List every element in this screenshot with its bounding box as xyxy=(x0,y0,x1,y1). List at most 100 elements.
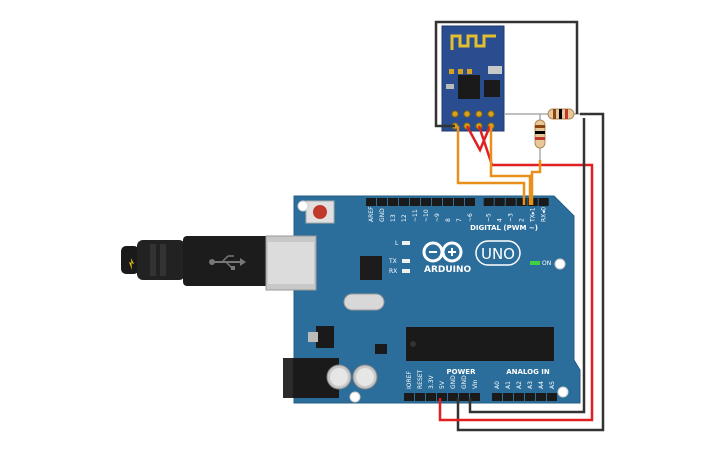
pin-label: A2 xyxy=(516,381,523,389)
header-pin xyxy=(492,393,502,401)
led-rx xyxy=(402,269,410,273)
led-tx xyxy=(402,259,410,263)
header-pin xyxy=(366,198,376,206)
led-on-label: ON xyxy=(542,260,551,267)
header-pin xyxy=(483,198,494,206)
header-pin xyxy=(514,393,524,401)
header-pin xyxy=(538,198,549,206)
pin-label: ~10 xyxy=(423,209,430,222)
header-pin xyxy=(459,393,469,401)
pin-label: RX◂0 xyxy=(541,207,548,222)
pin-label: AREF xyxy=(368,206,375,222)
flash-chip xyxy=(484,80,500,97)
pin-label: 2 xyxy=(519,218,526,222)
pin-label: ~3 xyxy=(508,213,515,222)
pin-label: ~6 xyxy=(467,213,474,222)
header-pin xyxy=(421,198,431,206)
wire-red-esp-vcc-ch xyxy=(465,125,492,153)
header-pin xyxy=(503,393,513,401)
pin-label: IOREF xyxy=(406,371,413,389)
wire-black-esp-gnd xyxy=(434,20,579,128)
header-pin xyxy=(448,393,458,401)
arduino-uno-board: L TX RX ARDUINO UNO ON DIGITAL (PWM ~) P… xyxy=(265,195,581,404)
power-label: POWER xyxy=(447,368,477,376)
pin-label: 4 xyxy=(497,218,504,222)
pin-label: 7 xyxy=(456,218,463,222)
resistor-vertical xyxy=(534,114,546,160)
led-l xyxy=(402,241,410,245)
usb-cable xyxy=(121,236,269,286)
header-pin xyxy=(399,198,409,206)
header-pin xyxy=(470,393,480,401)
led-on xyxy=(530,261,540,265)
pin-label: A0 xyxy=(494,381,501,389)
header-pin xyxy=(415,393,425,401)
esp-pin-header xyxy=(451,110,495,130)
pin-label: A5 xyxy=(549,381,556,389)
esp8266-wifi-module xyxy=(441,25,505,132)
pin-label: GND xyxy=(450,375,457,389)
header-pin xyxy=(516,198,527,206)
atmega-microcontroller xyxy=(406,327,554,361)
header-pin xyxy=(525,393,535,401)
led-l-label: L xyxy=(395,240,399,247)
header-pin xyxy=(432,198,442,206)
pin-label: TX▸1 xyxy=(530,207,537,223)
mounting-hole xyxy=(297,200,309,212)
digital-pwm-label: DIGITAL (PWM ~) xyxy=(470,224,538,232)
voltage-regulator xyxy=(316,326,334,348)
wire-black-gnd-2 xyxy=(468,118,586,414)
wire-orange-rx xyxy=(456,126,526,205)
pin-label: A4 xyxy=(538,381,545,389)
pin-label: GND xyxy=(461,375,468,389)
pin-label: RESET xyxy=(417,369,424,389)
wires xyxy=(434,20,605,432)
mounting-hole xyxy=(557,386,569,398)
pin-label: A3 xyxy=(527,381,534,389)
resistor-horizontal xyxy=(504,108,580,120)
brand-label: ARDUINO xyxy=(424,265,472,275)
pin-label: ~11 xyxy=(412,209,419,222)
pin-label: 13 xyxy=(390,214,397,222)
antenna-trace xyxy=(450,34,496,50)
usb-interface-chip xyxy=(360,256,382,280)
header-pin xyxy=(377,198,387,206)
pin-label: ~5 xyxy=(486,213,493,222)
pin-label: 5V xyxy=(439,380,446,389)
led-rx-label: RX xyxy=(389,268,397,275)
arduino-logo-icon xyxy=(422,241,463,263)
model-label: UNO xyxy=(481,245,515,263)
pin-label: 3.3V xyxy=(428,374,435,389)
header-pin xyxy=(426,393,436,401)
analog-header xyxy=(492,393,557,401)
header-pin xyxy=(547,393,557,401)
wire-orange-tx xyxy=(489,126,532,205)
pin-label: ~9 xyxy=(434,213,441,222)
header-pin xyxy=(454,198,464,206)
usb-icon xyxy=(209,255,246,270)
digital-header xyxy=(366,198,549,206)
lightning-icon xyxy=(129,258,134,270)
header-pin xyxy=(443,198,453,206)
mounting-hole xyxy=(554,258,566,270)
mounting-hole xyxy=(349,391,361,403)
header-pin xyxy=(388,198,398,206)
header-pin xyxy=(494,198,505,206)
crystal xyxy=(488,66,502,74)
pin-label: A1 xyxy=(505,381,512,389)
header-pin xyxy=(437,393,447,401)
header-pin xyxy=(404,393,414,401)
wire-orange-divider xyxy=(530,160,542,205)
header-pin xyxy=(505,198,516,206)
power-header xyxy=(404,393,480,401)
crystal-oscillator xyxy=(343,293,385,311)
header-pin xyxy=(410,198,420,206)
header-pin xyxy=(536,393,546,401)
header-pin xyxy=(465,198,475,206)
reset-button-cap[interactable] xyxy=(313,205,327,219)
esp-chip xyxy=(458,75,480,99)
pin-label: 8 xyxy=(445,218,452,222)
pin-label: GND xyxy=(379,208,386,222)
pin-label: Vin xyxy=(472,379,479,389)
